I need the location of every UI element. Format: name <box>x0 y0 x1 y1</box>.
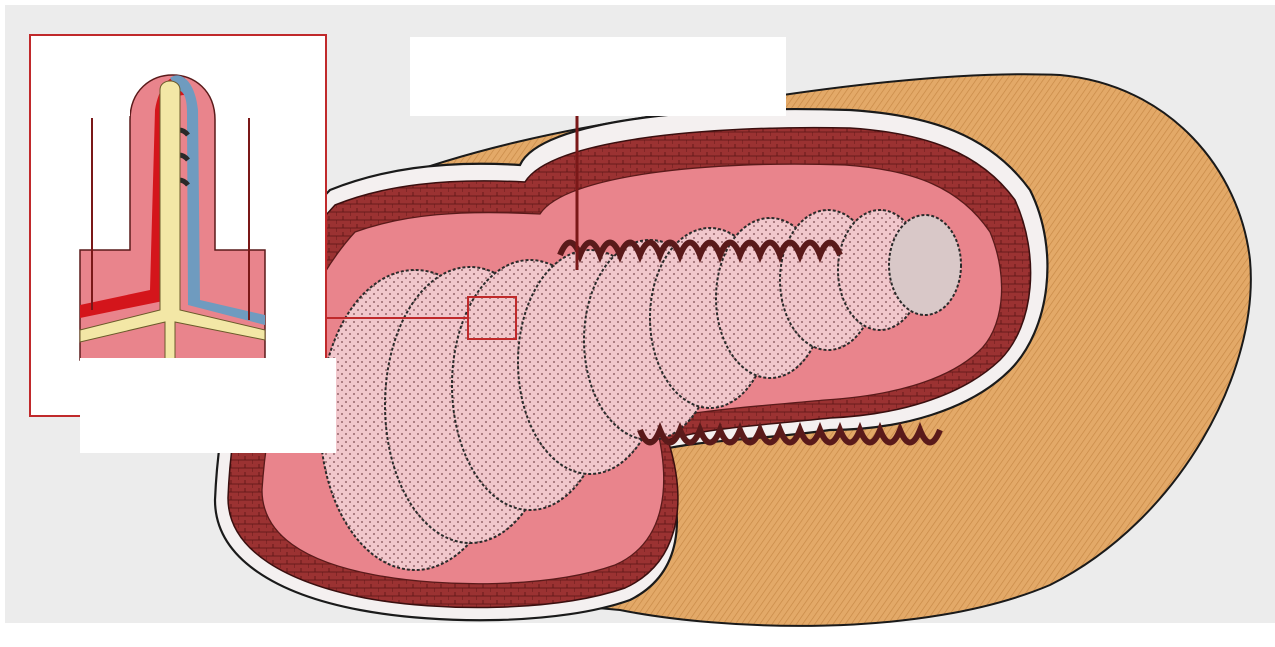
label-box-top-callout <box>410 37 786 116</box>
label-box-villus-left <box>35 63 130 116</box>
label-box-bottom-left <box>0 623 380 647</box>
label-box-villus-right <box>222 63 317 116</box>
label-box-inset-bottom <box>80 358 336 453</box>
